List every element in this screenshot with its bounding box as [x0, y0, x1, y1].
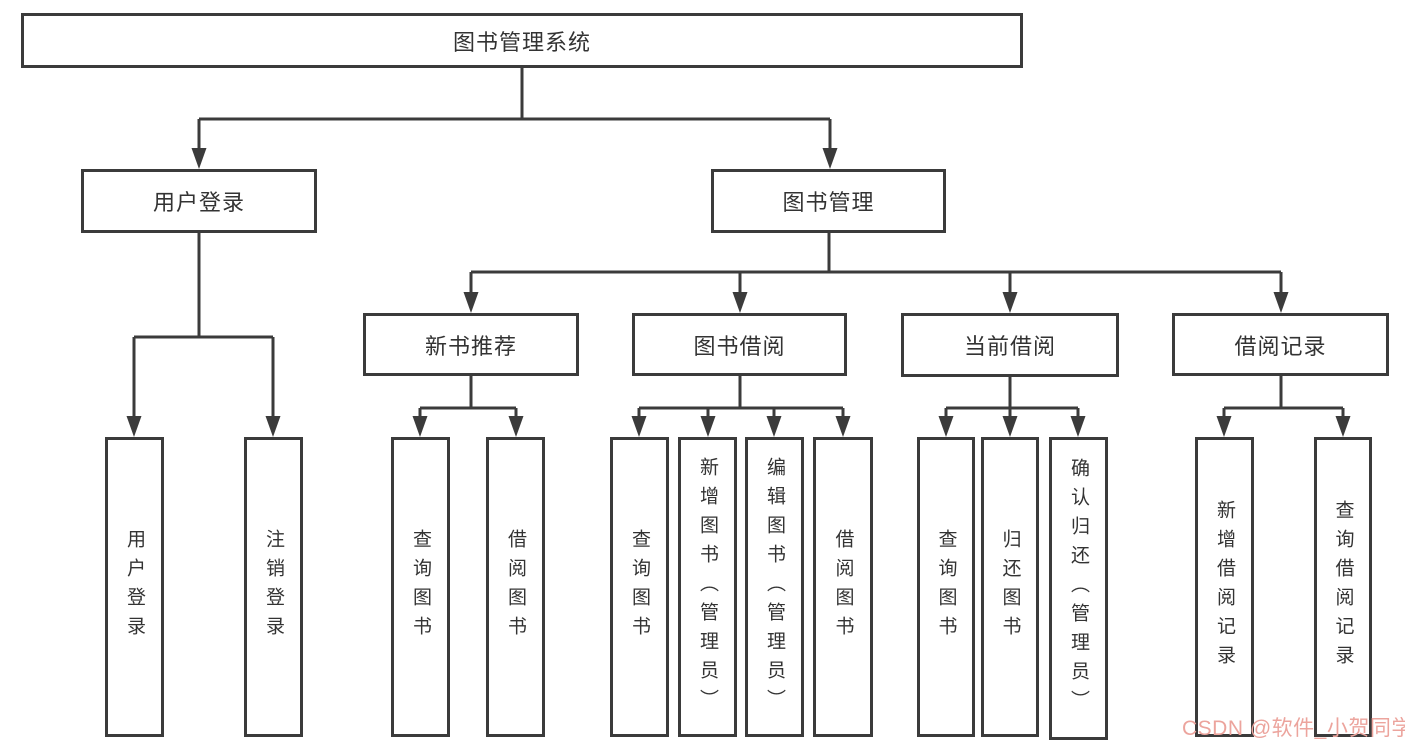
leaf-user-login: 用户登录: [105, 437, 164, 737]
leaf-current-return-books: 归还图书: [981, 437, 1039, 737]
leaf-records-query-record: 查询借阅记录: [1314, 437, 1372, 737]
edges-book-management: [463, 233, 1289, 313]
leaf-current-confirm-return-admin: 确认归还（管理员）: [1049, 437, 1108, 740]
leaf-logout: 注销登录: [244, 437, 303, 737]
leaf-borrowing-query-books: 查询图书: [610, 437, 669, 737]
node-borrowing-records: 借阅记录: [1172, 313, 1389, 376]
leaf-borrowing-add-books-admin: 新增图书（管理员）: [678, 437, 737, 737]
node-root: 图书管理系统: [21, 13, 1023, 68]
edges-current-borrowing: [938, 377, 1086, 437]
node-current-borrowing: 当前借阅: [901, 313, 1119, 377]
edges-user-login: [126, 233, 281, 437]
leaf-recommend-query-books: 查询图书: [391, 437, 450, 737]
leaf-borrowing-edit-books-admin: 编辑图书（管理员）: [745, 437, 804, 737]
edges-borrowing-records: [1216, 376, 1351, 437]
leaf-recommend-borrow-books: 借阅图书: [486, 437, 545, 737]
node-user-login: 用户登录: [81, 169, 317, 233]
edges-root: [191, 68, 838, 169]
node-book-management: 图书管理: [711, 169, 946, 233]
node-book-borrowing: 图书借阅: [632, 313, 847, 376]
edges-new-book-recommend: [412, 376, 524, 437]
leaf-records-add-record: 新增借阅记录: [1195, 437, 1254, 737]
csdn-watermark: CSDN @软件_小贺同学: [1182, 717, 1405, 740]
node-new-book-recommend: 新书推荐: [363, 313, 579, 376]
leaf-current-query-books: 查询图书: [917, 437, 975, 737]
leaf-borrowing-borrow-books: 借阅图书: [813, 437, 873, 737]
edges-book-borrowing: [631, 376, 851, 437]
